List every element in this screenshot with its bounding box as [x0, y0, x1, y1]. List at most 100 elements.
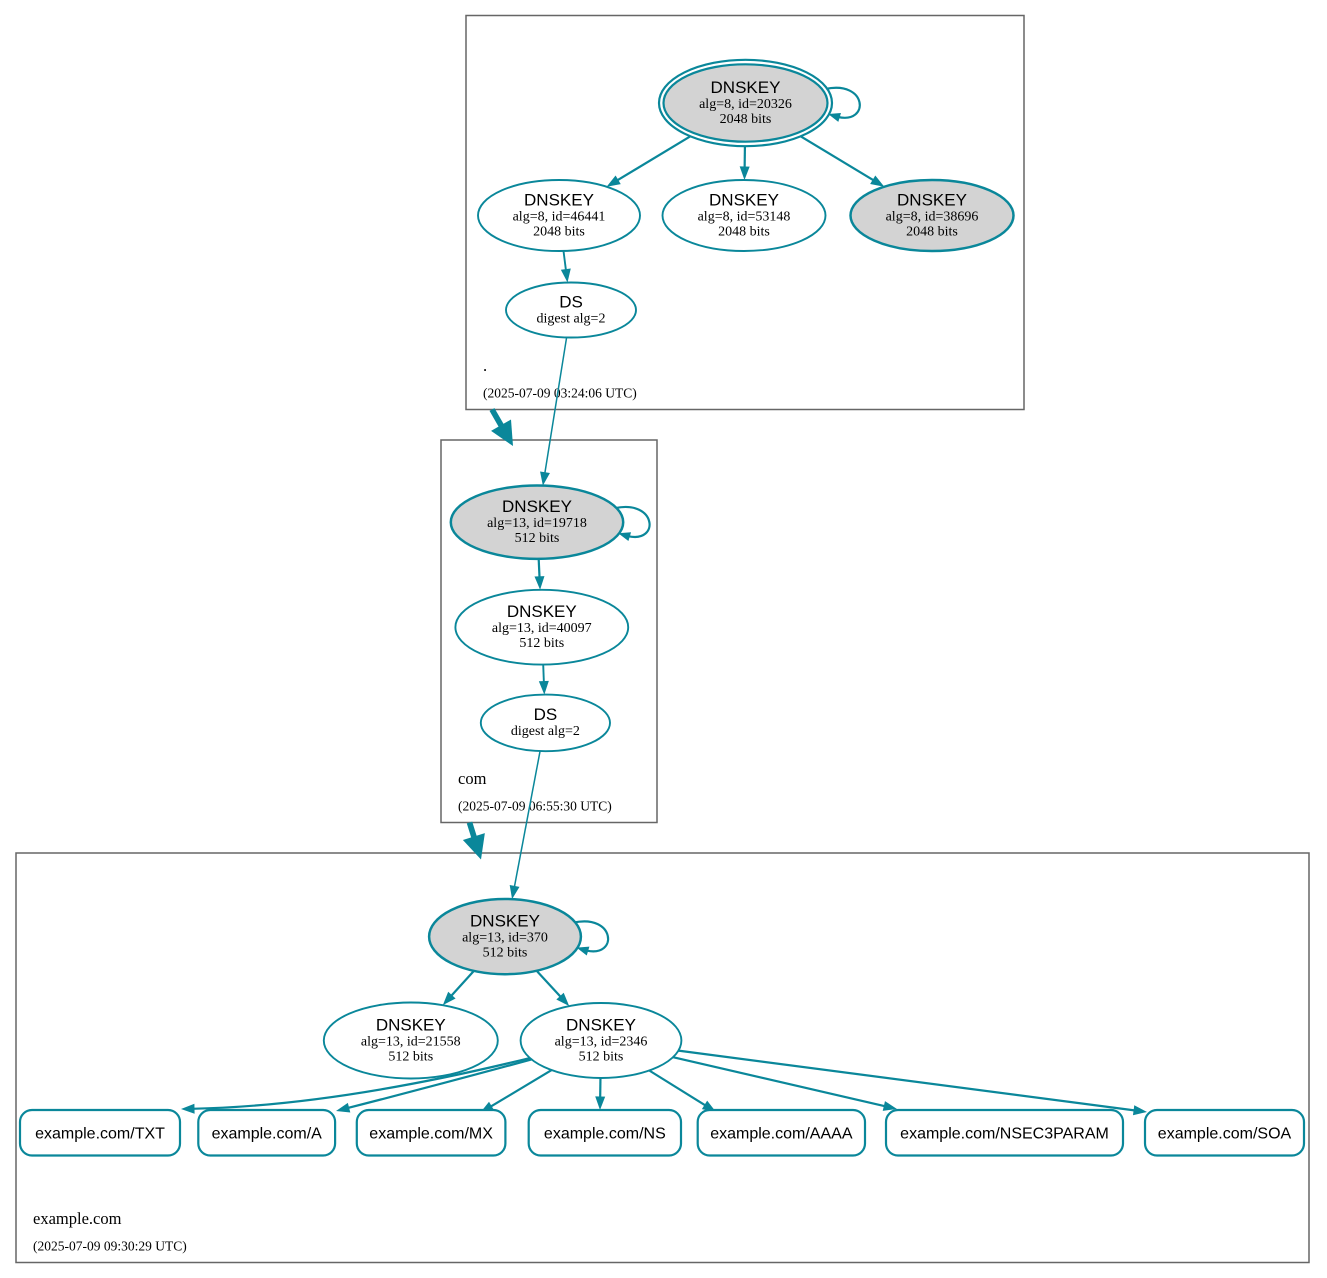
- zone-name-com: com: [458, 769, 487, 788]
- node-dnskey-46441-attr1: alg=8, id=46441: [513, 209, 606, 224]
- node-dnskey-40097-title: DNSKEY: [507, 602, 577, 621]
- node-dnskey-40097: [454, 588, 630, 666]
- node-dnskey-370-title: DNSKEY: [470, 911, 540, 930]
- edge-e-370-21558: [449, 970, 475, 998]
- edge-e-20326-53148-arrowhead: [739, 166, 750, 181]
- node-dnskey-2346-attr2: 512 bits: [579, 1049, 624, 1064]
- zone-name-example-com: example.com: [33, 1209, 122, 1228]
- node-dnskey-38696: [849, 178, 1015, 253]
- node-dnskey-20326-attr2: 2048 bits: [720, 112, 772, 127]
- node-dnskey-20326-title: DNSKEY: [711, 78, 781, 97]
- node-rrset-txt-label: example.com/TXT: [35, 1125, 165, 1142]
- edge-e-40097-dscom: [542, 664, 545, 684]
- delegation-deleg-com-example-arrowhead: [462, 833, 485, 860]
- edge-e-2346-aaaa: [648, 1069, 708, 1108]
- zone-timestamp-example-com: (2025-07-09 09:30:29 UTC): [33, 1239, 187, 1254]
- node-dnskey-21558: [322, 1001, 499, 1080]
- node-dnskey-46441-attr2: 2048 bits: [533, 224, 585, 239]
- node-rrset-mx: [355, 1108, 507, 1157]
- edge-e-2346-a: [346, 1058, 532, 1110]
- zone-box-root: [465, 14, 1025, 411]
- node-dnskey-53148-attr1: alg=8, id=53148: [698, 209, 791, 224]
- node-dnskey-19718-attr2: 512 bits: [515, 531, 560, 546]
- node-dnskey-21558-attr2: 512 bits: [388, 1049, 433, 1064]
- node-rrset-a: [197, 1108, 337, 1157]
- edge-e-370-2346: [535, 970, 563, 999]
- node-dnskey-370-attr1: alg=13, id=370: [462, 930, 548, 945]
- edge-e-2346-soa-arrowhead: [1132, 1105, 1147, 1116]
- selfloop-dnskey-19718: [614, 505, 651, 539]
- delegation-deleg-root-com-arrowhead: [491, 419, 513, 446]
- edge-e-2346-txt-arrowhead: [181, 1103, 195, 1114]
- node-ds-com-title: DS: [534, 705, 558, 724]
- zone-box-example-com: [15, 852, 1310, 1264]
- selfloop-dnskey-19718-arrowhead: [618, 532, 632, 542]
- node-dnskey-40097-attr2: 512 bits: [519, 636, 564, 651]
- node-dnskey-38696-title: DNSKEY: [897, 190, 967, 209]
- node-ds-root-title: DS: [559, 292, 583, 311]
- node-dnskey-38696-attr2: 2048 bits: [906, 224, 958, 239]
- node-dnskey-2346: [519, 1002, 683, 1079]
- edge-e-dsroot-19718: [543, 337, 568, 476]
- edge-e-2346-soa: [678, 1049, 1137, 1112]
- zone-timestamp-root: (2025-07-09 03:24:06 UTC): [483, 386, 637, 401]
- edge-e-dscom-370: [513, 750, 541, 889]
- node-dnskey-40097-attr1: alg=13, id=40097: [492, 621, 592, 636]
- zone-name-root: .: [483, 356, 487, 375]
- edge-e-40097-dscom-arrowhead: [538, 680, 549, 695]
- node-dnskey-2346-attr1: alg=13, id=2346: [555, 1034, 648, 1049]
- zone-box-com: [440, 439, 658, 824]
- node-ds-root-attr1: digest alg=2: [537, 311, 606, 326]
- node-dnskey-20326-attr1: alg=8, id=20326: [699, 97, 792, 112]
- node-dnskey-53148-attr2: 2048 bits: [718, 224, 770, 239]
- node-dnskey-19718-title: DNSKEY: [502, 497, 572, 516]
- node-rrset-aaaa: [696, 1108, 867, 1157]
- node-rrset-a-label: example.com/A: [212, 1125, 323, 1142]
- node-rrset-soa-label: example.com/SOA: [1158, 1125, 1292, 1142]
- edge-e-2346-a-arrowhead: [336, 1102, 351, 1113]
- edge-e-20326-46441: [615, 135, 691, 183]
- node-dnskey-2346-title: DNSKEY: [566, 1015, 636, 1034]
- node-dnskey-19718-attr1: alg=13, id=19718: [487, 516, 587, 531]
- node-rrset-ns: [527, 1108, 683, 1157]
- edge-e-370-21558-arrowhead: [442, 991, 456, 1006]
- node-ds-com: [479, 693, 611, 753]
- edge-e-19718-40097: [537, 558, 541, 580]
- node-dnskey-19718: [449, 484, 625, 561]
- selfloop-dnskey-20326: [825, 86, 861, 119]
- node-dnskey-20326-inner: [662, 63, 829, 143]
- edge-e-dsroot-19718-arrowhead: [540, 471, 550, 486]
- edge-e-19718-40097-arrowhead: [534, 576, 545, 590]
- node-rrset-nsec3param-label: example.com/NSEC3PARAM: [900, 1125, 1109, 1142]
- edge-e-20326-46441-arrowhead: [606, 175, 621, 187]
- edge-e-2346-mx: [488, 1069, 553, 1109]
- node-rrset-soa: [1143, 1108, 1306, 1157]
- edge-e-2346-ns-arrowhead: [595, 1096, 606, 1110]
- edge-e-46441-dsroot-arrowhead: [560, 268, 571, 283]
- node-dnskey-370-attr2: 512 bits: [483, 945, 528, 960]
- node-rrset-mx-label: example.com/MX: [369, 1125, 493, 1142]
- node-rrset-txt: [18, 1108, 182, 1157]
- node-dnskey-370: [427, 897, 583, 976]
- node-ds-root: [505, 281, 637, 339]
- edge-e-dscom-370-arrowhead: [509, 884, 520, 900]
- edge-e-2346-nsec3param-arrowhead: [882, 1101, 897, 1111]
- node-dnskey-46441-title: DNSKEY: [524, 190, 594, 209]
- node-dnskey-38696-attr1: alg=8, id=38696: [886, 209, 979, 224]
- edge-e-46441-dsroot: [562, 250, 568, 272]
- selfloop-dnskey-20326-arrowhead: [828, 113, 841, 122]
- selfloop-dnskey-370-arrowhead: [576, 946, 590, 956]
- node-dnskey-53148: [661, 179, 827, 252]
- edge-e-2346-nsec3param: [672, 1056, 887, 1108]
- zone-timestamp-com: (2025-07-09 06:55:30 UTC): [458, 799, 612, 814]
- node-dnskey-53148-title: DNSKEY: [709, 190, 779, 209]
- node-dnskey-21558-title: DNSKEY: [376, 1015, 446, 1034]
- edge-e-20326-38696-arrowhead: [870, 175, 885, 187]
- node-dnskey-21558-attr1: alg=13, id=21558: [361, 1034, 461, 1049]
- node-rrset-nsec3param: [884, 1108, 1125, 1157]
- edge-e-20326-38696: [800, 135, 876, 183]
- node-rrset-aaaa-label: example.com/AAAA: [710, 1125, 853, 1142]
- edge-e-2346-txt: [191, 1056, 531, 1110]
